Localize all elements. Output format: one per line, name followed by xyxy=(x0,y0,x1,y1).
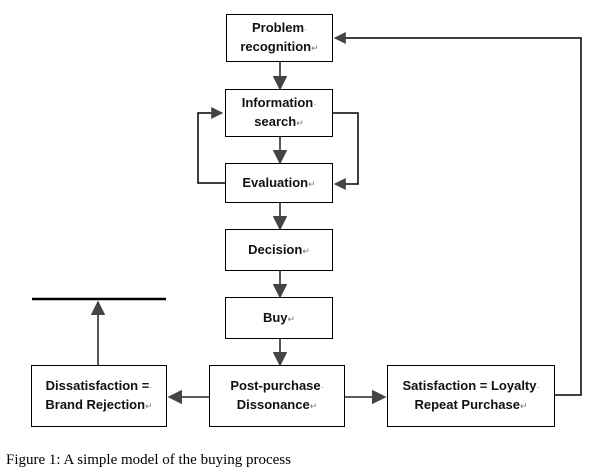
problem-line2: recognition xyxy=(240,39,312,54)
dissatisfaction-line2: Brand Rejection xyxy=(45,397,146,412)
feedback-satisfaction-to-problem xyxy=(333,32,582,396)
satisfaction-line1: Satisfaction = Loyalty xyxy=(402,378,537,393)
info-line1: Information xyxy=(241,95,314,110)
box-post-purchase: Post-purchase· Dissonance↵ xyxy=(209,365,345,427)
problem-line1: Problem xyxy=(251,20,304,35)
box-information-search: Information· search↵ xyxy=(225,89,333,137)
box-problem-recognition: Problem· recognition↵ xyxy=(226,14,333,62)
box-dissatisfaction: Dissatisfaction =· Brand Rejection↵ xyxy=(31,365,167,427)
dissatisfaction-line1: Dissatisfaction = xyxy=(45,378,150,393)
post-line2: Dissonance xyxy=(236,397,310,412)
box-buy: Buy↵ xyxy=(225,297,333,339)
evaluation-label: Evaluation xyxy=(242,174,309,190)
figure-caption: Figure 1: A simple model of the buying p… xyxy=(6,452,291,468)
loop-info-to-evaluation xyxy=(333,112,359,190)
box-satisfaction: Satisfaction = Loyalty· Repeat Purchase↵ xyxy=(387,365,555,427)
decision-label: Decision xyxy=(248,241,303,257)
post-line1: Post-purchase xyxy=(230,378,321,393)
buy-label: Buy xyxy=(262,309,288,325)
box-decision: Decision↵ xyxy=(225,229,333,271)
box-evaluation: Evaluation↵ xyxy=(225,163,333,203)
info-line2: search xyxy=(254,114,297,129)
loop-evaluation-to-info xyxy=(197,107,225,184)
satisfaction-line2: Repeat Purchase xyxy=(414,397,520,412)
